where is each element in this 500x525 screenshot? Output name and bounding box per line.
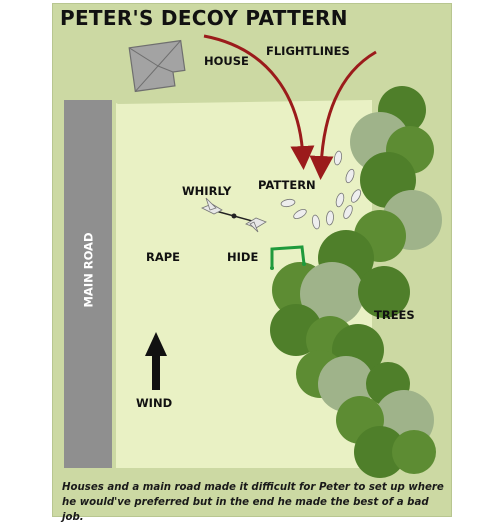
flightlines-label: FLIGHTLINES	[266, 44, 350, 58]
wind-arrow	[145, 332, 167, 390]
hide-label: HIDE	[227, 250, 259, 264]
tree-line	[270, 86, 442, 478]
diagram-title: PETER'S DECOY PATTERN	[60, 6, 348, 30]
caption: Houses and a main road made it difficult…	[62, 482, 444, 523]
flightline-arrow-right	[309, 50, 377, 180]
main-road-label: MAIN ROAD	[82, 232, 96, 308]
rape-label: RAPE	[146, 250, 181, 264]
whirly-decoy	[201, 197, 267, 233]
trees-label: TREES	[374, 308, 415, 322]
hide	[270, 245, 306, 268]
flightline-arrow-left	[203, 34, 315, 170]
main-road	[64, 100, 112, 468]
whirly-label: WHIRLY	[182, 184, 232, 198]
main-road-label-wrap: MAIN ROAD	[74, 200, 104, 340]
decoy-pattern	[280, 150, 362, 230]
house-roof	[128, 39, 186, 93]
pattern-label: PATTERN	[258, 178, 316, 192]
wind-label: WIND	[136, 396, 173, 410]
house-label: HOUSE	[204, 54, 249, 68]
